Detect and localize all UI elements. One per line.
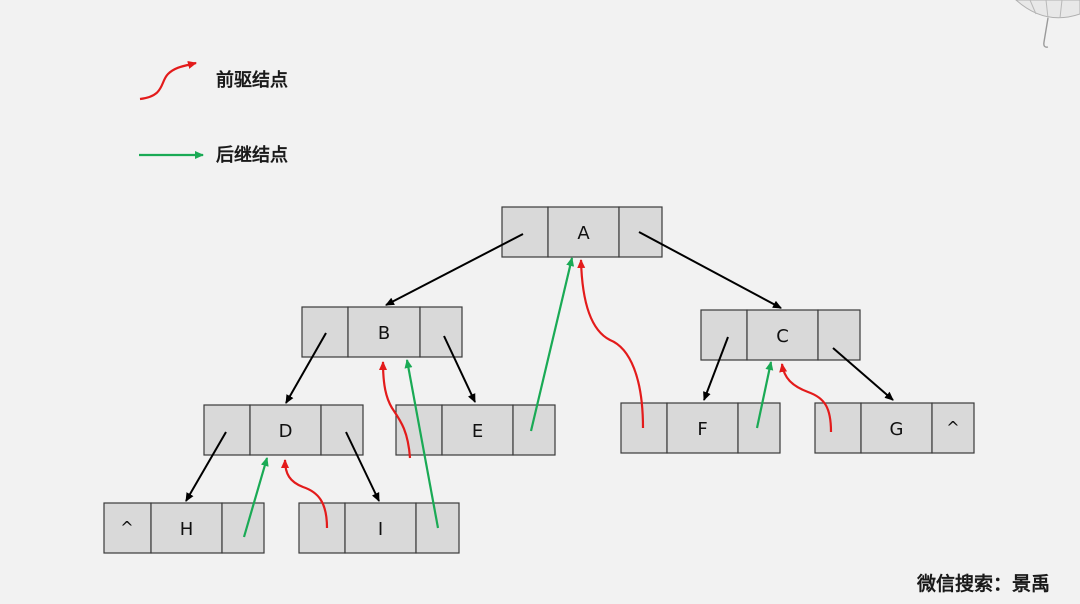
node-e-label: E <box>472 421 483 442</box>
thread-g-to-c <box>779 363 833 433</box>
node-d-right-pointer <box>320 404 364 456</box>
node-h: ^ H <box>103 502 265 554</box>
node-h-right-pointer <box>221 502 265 554</box>
node-c-right-pointer <box>817 309 861 361</box>
node-b-right-pointer <box>419 306 463 358</box>
node-f-data <box>666 402 739 454</box>
node-g-left-pointer <box>814 402 862 454</box>
node-g-label: G <box>890 419 904 440</box>
legend: 前驱结点 后继结点 <box>139 61 288 166</box>
node-a: A <box>501 206 663 258</box>
node-g-null-right: ^ <box>946 418 959 437</box>
link-d-to-i <box>345 431 380 502</box>
link-c-to-f <box>703 336 729 401</box>
node-g-right-pointer <box>931 402 975 454</box>
node-h-left-pointer <box>103 502 152 554</box>
node-d-left-pointer <box>203 404 251 456</box>
thread-e-to-a <box>529 257 575 432</box>
link-c-to-g <box>832 347 894 401</box>
node-i-left-pointer <box>298 502 346 554</box>
node-g: G ^ <box>814 402 975 454</box>
thread-f-to-a <box>577 259 645 429</box>
thread-i-to-b <box>404 359 440 529</box>
link-a-to-b <box>385 233 524 306</box>
node-b: B <box>301 306 463 358</box>
node-i-data <box>344 502 417 554</box>
node-a-label: A <box>577 223 590 244</box>
link-d-to-h <box>185 431 227 502</box>
node-d: D <box>203 404 364 456</box>
node-c: C <box>700 309 861 361</box>
node-b-label: B <box>378 323 390 344</box>
node-c-left-pointer <box>700 309 748 361</box>
link-a-to-c <box>638 231 782 309</box>
link-b-to-e <box>443 335 476 403</box>
predecessor-threads <box>281 259 833 529</box>
node-b-left-pointer <box>301 306 349 358</box>
node-c-label: C <box>776 326 789 347</box>
thread-e-to-b <box>379 361 412 459</box>
successor-threads <box>242 257 774 538</box>
legend-predecessor-arrow <box>139 61 197 101</box>
thread-i-to-d <box>281 459 329 529</box>
node-d-label: D <box>279 421 293 442</box>
node-f-label: F <box>697 419 707 440</box>
node-h-null-left: ^ <box>120 518 133 537</box>
child-links <box>185 231 894 502</box>
node-h-label: H <box>180 519 194 540</box>
node-g-data <box>860 402 933 454</box>
node-i-label: I <box>378 519 383 540</box>
node-e-right-pointer <box>512 404 556 456</box>
node-f: F <box>620 402 781 454</box>
node-d-data <box>249 404 322 456</box>
node-f-right-pointer <box>737 402 781 454</box>
link-b-to-d <box>285 332 327 404</box>
node-e: E <box>395 404 556 456</box>
umbrella-icon <box>1015 0 1080 48</box>
node-b-data <box>347 306 421 358</box>
node-a-left-pointer <box>501 206 549 258</box>
thread-h-to-d <box>242 457 269 538</box>
node-i: I <box>298 502 460 554</box>
node-h-data <box>150 502 223 554</box>
watermark-text: 微信搜索：景禹 <box>916 572 1050 595</box>
legend-successor-label: 后继结点 <box>216 144 288 166</box>
thread-f-to-c <box>755 361 774 429</box>
legend-predecessor-label: 前驱结点 <box>216 69 288 91</box>
